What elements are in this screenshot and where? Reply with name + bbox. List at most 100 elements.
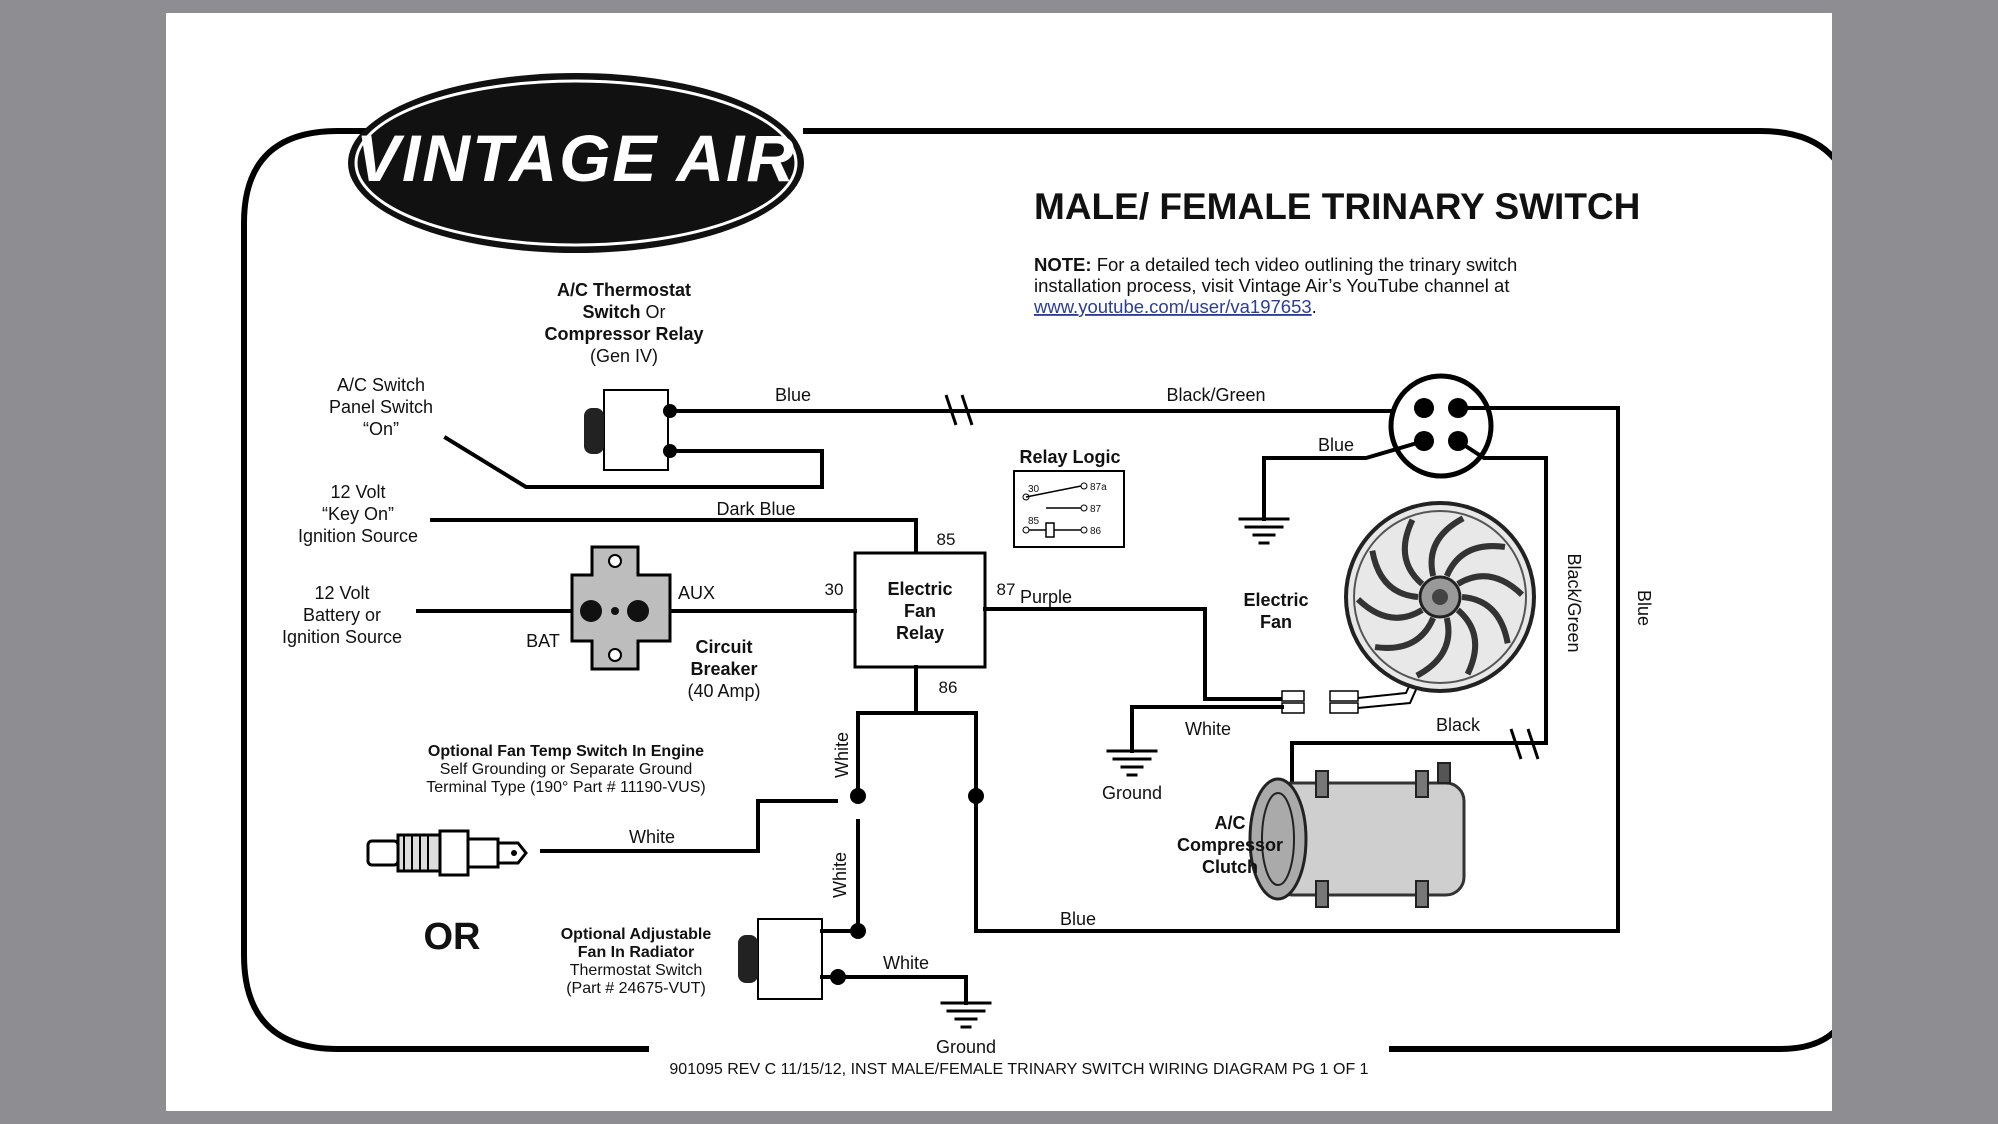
temp-switch-sensor — [366, 829, 528, 877]
compressor-label: A/C Compressor Clutch — [1177, 813, 1283, 877]
ground-symbol-fan — [1106, 749, 1158, 777]
svg-text:85: 85 — [1028, 516, 1040, 527]
dark-blue-wire — [430, 518, 918, 555]
fan-blade — [1444, 543, 1506, 578]
wiring-diagram: VINTAGE AIR MALE/ FEMALE TRINARY SWITCH … — [241, 73, 1832, 1078]
wire-label-white-vert2: White — [830, 852, 850, 898]
ground-symbol-trinary — [1238, 517, 1290, 545]
svg-text:(Part # 24675-VUT): (Part # 24675-VUT) — [566, 980, 706, 997]
svg-text:Relay Logic: Relay Logic — [1019, 447, 1120, 467]
svg-text:Blue: Blue — [1318, 435, 1354, 455]
radiator-thermostat-switch — [738, 918, 968, 1005]
wire-label-dark-blue: Dark Blue — [716, 499, 795, 519]
svg-text:87a: 87a — [1090, 482, 1107, 493]
blue-wire-ground — [1262, 438, 1427, 521]
wire-label-blue-side: Blue — [1634, 590, 1654, 626]
svg-text:85: 85 — [937, 530, 956, 549]
svg-text:Switch Or: Switch Or — [582, 302, 665, 322]
svg-text:Fan In Radiator: Fan In Radiator — [578, 944, 694, 961]
svg-text:“Key On”: “Key On” — [322, 504, 394, 524]
footer-text: 901095 REV C 11/15/12, INST MALE/FEMALE … — [669, 1061, 1368, 1078]
terminal-bat: BAT — [526, 631, 560, 651]
svg-text:Circuit: Circuit — [695, 637, 752, 657]
svg-text:86: 86 — [939, 678, 958, 697]
svg-text:A/C Switch: A/C Switch — [337, 375, 425, 395]
svg-text:87: 87 — [997, 580, 1016, 599]
or-label: OR — [424, 916, 481, 958]
svg-text:30: 30 — [1028, 484, 1040, 495]
ground-symbol-bottom — [940, 1001, 992, 1029]
blue-wire-side — [974, 406, 1620, 933]
svg-text:Clutch: Clutch — [1202, 857, 1258, 877]
fan-blade — [1455, 607, 1479, 676]
ground-label-bottom: Ground — [936, 1037, 996, 1057]
wire-label-white-fan: White — [1185, 719, 1231, 739]
svg-text:Electric: Electric — [887, 579, 952, 599]
page-title: MALE/ FEMALE TRINARY SWITCH — [1034, 186, 1640, 227]
temp-switch-label: Optional Fan Temp Switch In Engine Self … — [426, 743, 705, 796]
svg-text:Ignition Source: Ignition Source — [298, 526, 418, 546]
key-on-label: 12 Volt “Key On” Ignition Source — [298, 482, 418, 546]
note-link-line: www.youtube.com/user/va197653. — [1033, 296, 1317, 317]
ac-switch-label: A/C Switch Panel Switch “On” — [329, 375, 433, 439]
fan-blade — [1428, 515, 1465, 577]
terminal-aux: AUX — [678, 583, 715, 603]
fan-blade — [1415, 617, 1452, 679]
trinary-switch-connector — [1388, 373, 1494, 479]
wire-label-blue-top: Blue — [775, 385, 811, 405]
svg-text:Thermostat Switch: Thermostat Switch — [570, 962, 702, 979]
relay-logic-box: Relay Logic 30 87a 87 85 86 — [1013, 447, 1125, 548]
svg-text:86: 86 — [1090, 526, 1102, 537]
note-text: NOTE: For a detailed tech video outlinin… — [1034, 254, 1517, 275]
svg-text:Compressor: Compressor — [1177, 835, 1283, 855]
svg-text:Electric: Electric — [1243, 590, 1308, 610]
svg-text:Breaker: Breaker — [690, 659, 757, 679]
fan-blade — [1374, 616, 1436, 651]
wire-label-black: Black — [1436, 715, 1481, 735]
svg-text:12 Volt: 12 Volt — [330, 482, 385, 502]
thermostat-label: A/C Thermostat Switch Or Compressor Rela… — [544, 280, 703, 366]
svg-text:Ignition Source: Ignition Source — [282, 627, 402, 647]
electric-fan — [1344, 501, 1536, 693]
ac-switch-wire — [443, 435, 824, 489]
radiator-switch-label: Optional Adjustable Fan In Radiator Ther… — [561, 926, 712, 997]
svg-text:(Gen IV): (Gen IV) — [590, 346, 658, 366]
svg-text:Optional Fan Temp Switch In En: Optional Fan Temp Switch In Engine — [428, 743, 704, 760]
white-fan-wire — [1130, 705, 1284, 753]
svg-text:A/C Thermostat: A/C Thermostat — [557, 280, 691, 300]
wire-label-purple: Purple — [1020, 587, 1072, 607]
fan-blade — [1369, 550, 1419, 600]
wire-label-blue-bottom: Blue — [1060, 909, 1096, 929]
ground-label-fan: Ground — [1102, 783, 1162, 803]
svg-text:87: 87 — [1090, 504, 1102, 515]
wire-label-white-vert1: White — [832, 732, 852, 778]
svg-text:(40 Amp): (40 Amp) — [687, 681, 760, 701]
wire-label-white-rad: White — [883, 953, 929, 973]
circuit-breaker-label: Circuit Breaker (40 Amp) — [687, 637, 760, 701]
youtube-link[interactable]: www.youtube.com/user/va197653 — [1033, 296, 1312, 317]
fan-blade — [1355, 597, 1424, 621]
svg-text:A/C: A/C — [1215, 813, 1246, 833]
fan-blade — [1401, 518, 1425, 587]
svg-text:Relay: Relay — [896, 623, 944, 643]
svg-text:Fan: Fan — [1260, 612, 1292, 632]
svg-text:“On”: “On” — [363, 419, 399, 439]
electric-fan-relay: Electric Fan Relay 85 30 87 86 — [825, 530, 1016, 697]
svg-text:Compressor Relay: Compressor Relay — [544, 324, 703, 344]
svg-text:Fan: Fan — [904, 601, 936, 621]
black-green-wire — [1290, 438, 1548, 785]
circuit-breaker — [570, 545, 672, 671]
svg-text:Battery or: Battery or — [303, 605, 381, 625]
svg-text:Optional Adjustable: Optional Adjustable — [561, 926, 712, 943]
white-wire-86 — [856, 711, 978, 798]
purple-wire — [983, 607, 1284, 701]
ac-compressor — [1248, 762, 1466, 908]
note-text-line2: installation process, visit Vintage Air’… — [1034, 275, 1509, 296]
svg-text:12 Volt: 12 Volt — [314, 583, 369, 603]
thermostat-switch — [584, 389, 677, 471]
svg-text:Self Grounding or Separate Gro: Self Grounding or Separate Ground — [440, 761, 693, 778]
wire-label-white-temp: White — [629, 827, 675, 847]
svg-text:Terminal Type (190° Part # 111: Terminal Type (190° Part # 11190-VUS) — [426, 779, 705, 796]
battery-label: 12 Volt Battery or Ignition Source — [282, 583, 402, 647]
fan-label: Electric Fan — [1243, 590, 1308, 632]
